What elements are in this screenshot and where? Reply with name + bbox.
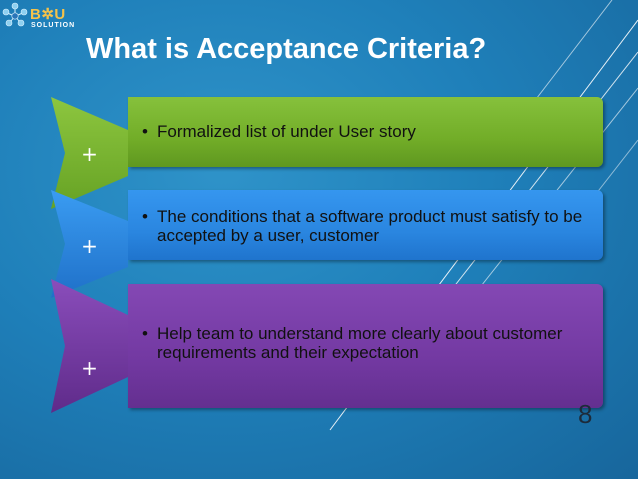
item-2-bar: • The conditions that a software product…: [128, 190, 603, 260]
item-1-bar: • Formalized list of under User story: [128, 97, 603, 167]
item-2-text: The conditions that a software product m…: [157, 207, 583, 245]
item-3-bullet: •: [142, 324, 148, 343]
item-3-chevron: [51, 279, 128, 413]
slide-title: What is Acceptance Criteria?: [86, 33, 487, 65]
item-2-bullet: •: [142, 207, 148, 226]
item-3-bar: • Help team to understand more clearly a…: [128, 284, 603, 408]
criteria-item-2: • The conditions that a software product…: [51, 190, 603, 298]
item-1-text-block: • Formalized list of under User story: [142, 122, 583, 141]
item-3-text: Help team to understand more clearly abo…: [157, 324, 563, 362]
slide-number: 8: [578, 399, 593, 429]
criteria-item-1: • Formalized list of under User story +: [51, 97, 603, 209]
item-1-plus-icon: +: [81, 142, 98, 166]
logo: B✲U SOLUTION: [2, 2, 76, 32]
item-3-text-block: • Help team to understand more clearly a…: [142, 324, 583, 362]
logo-tagline: SOLUTION: [31, 22, 76, 29]
logo-mark-icon: [2, 2, 28, 27]
item-2-plus-icon: +: [81, 234, 98, 258]
criteria-item-3: • Help team to understand more clearly a…: [51, 279, 603, 413]
item-1-text: Formalized list of under User story: [157, 122, 416, 141]
logo-brand-text: B✲U: [30, 6, 66, 23]
item-1-bullet: •: [142, 122, 148, 141]
item-3-plus-icon: +: [81, 356, 98, 380]
item-2-text-block: • The conditions that a software product…: [142, 207, 583, 245]
item-2-chevron: [51, 190, 128, 298]
item-1-chevron: [51, 97, 128, 209]
